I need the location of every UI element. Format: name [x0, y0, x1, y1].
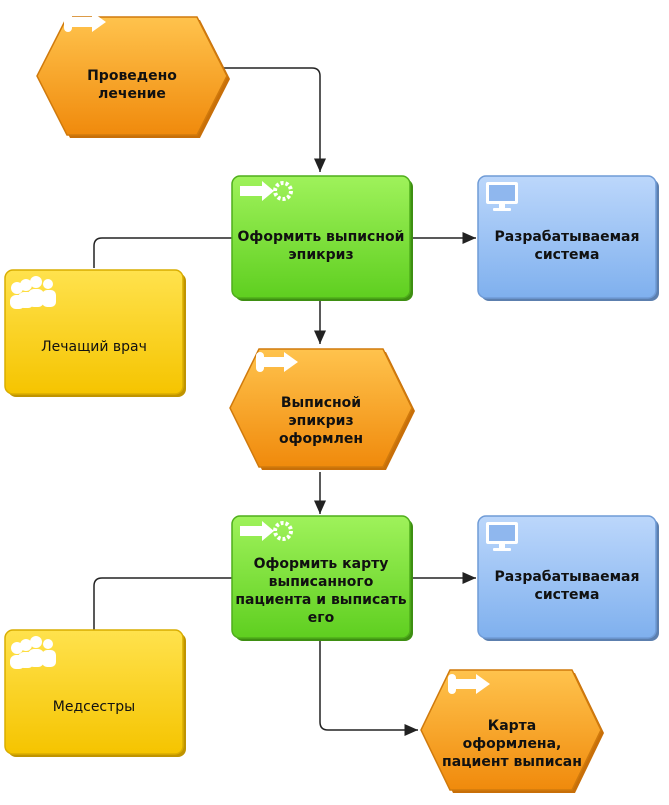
- system-1-label: Разрабатываемая система: [494, 229, 640, 263]
- function-gear-arrow-icon: [240, 521, 293, 541]
- function-make-card[interactable]: [231, 515, 413, 641]
- people-icon: [10, 276, 56, 309]
- event-card-done[interactable]: [420, 669, 604, 793]
- people-icon: [10, 636, 56, 669]
- event-epicrisis-done[interactable]: [229, 348, 415, 470]
- event-treatment-done[interactable]: [36, 12, 230, 138]
- role-nurses-label: Медсестры: [52, 699, 136, 715]
- system-2[interactable]: [477, 515, 659, 641]
- connector-card-to-done: [319, 640, 418, 736]
- event-arrow-icon: [256, 352, 298, 372]
- monitor-icon: [486, 182, 518, 211]
- event-card-done-label: Карта оформлена, пациент выписан: [442, 718, 582, 770]
- event-arrow-icon: [64, 12, 106, 32]
- connector-doctor-to-epicrisis: [93, 237, 232, 268]
- connector-treatment-to-epicrisis: [222, 67, 326, 172]
- system-2-label: Разрабатываемая система: [494, 569, 640, 603]
- event-treatment-done-label: Проведено лечение: [87, 68, 177, 102]
- function-make-epicrisis[interactable]: [231, 175, 413, 301]
- role-nurses[interactable]: [4, 629, 186, 757]
- connectors: [93, 67, 476, 736]
- function-make-card-label: Оформить карту выписанного пациента и вы…: [235, 556, 407, 626]
- role-doctor[interactable]: [4, 269, 186, 397]
- function-make-epicrisis-label: Оформить выписной эпикриз: [237, 229, 405, 263]
- system-1[interactable]: [477, 175, 659, 301]
- event-epicrisis-done-label: Выписной эпикриз оформлен: [278, 395, 363, 447]
- connector-nurses-to-card: [93, 577, 232, 630]
- monitor-icon: [486, 522, 518, 551]
- event-arrow-icon: [448, 674, 490, 694]
- role-doctor-label: Лечащий врач: [41, 339, 147, 355]
- function-gear-arrow-icon: [240, 181, 293, 201]
